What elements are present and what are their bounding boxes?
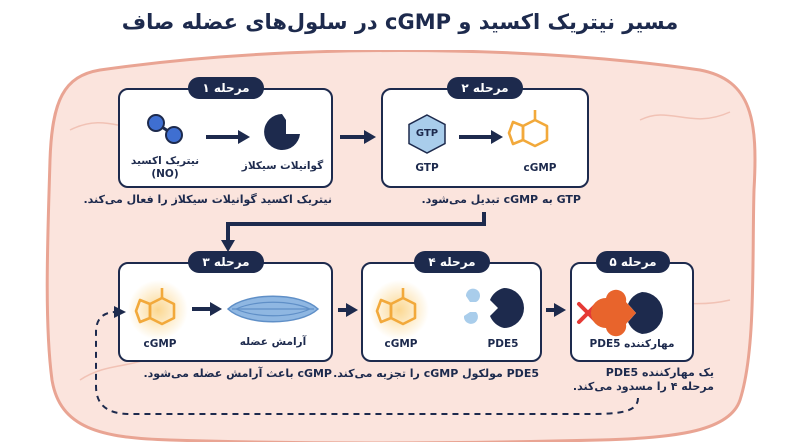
step-1-tag: مرحله ۱ (188, 77, 264, 99)
step-4-tag: مرحله ۴ (414, 251, 490, 273)
step-2-caption: GTP به cGMP تبدیل می‌شود. (421, 193, 582, 206)
step-1-caption: نیتریک اکسید گوانیلات سیکلاز را فعال می‌… (83, 193, 332, 206)
arrow-right-icon (340, 130, 376, 144)
arrow-right-icon (546, 303, 566, 317)
arrow-right-icon (192, 302, 222, 316)
step-3-tag: مرحله ۳ (188, 251, 264, 273)
cgmp-label: cGMP (384, 338, 418, 350)
cgmp-label: cGMP (143, 338, 177, 350)
cgmp-label: cGMP (523, 162, 557, 174)
arrow-right-icon (338, 303, 358, 317)
arrow-right-icon (206, 130, 250, 144)
step-5-tag: مرحله ۵ (596, 251, 670, 273)
step-5-caption: یک مهارکننده PDE5 مرحله ۴ را مسدود می‌کن… (572, 366, 714, 393)
gtp-hexagon-icon (408, 114, 446, 154)
guanylate-cyclase-label: گوانیلات سیکلاز (241, 160, 324, 172)
step-3-caption: cGMP باعث آرامش عضله می‌شود. (143, 367, 332, 380)
guanylate-cyclase-icon (264, 114, 300, 150)
relaxed-muscle-icon (226, 295, 320, 323)
step-2-tag: مرحله ۲ (447, 77, 523, 99)
pde5-enzyme-icon (463, 288, 524, 328)
pde5-inhibitor-icon (591, 289, 663, 337)
gtp-label: GTP (415, 162, 439, 174)
muscle-relaxation-label: آرامش عضله (239, 336, 307, 348)
feedback-loop-arrow (95, 306, 639, 415)
arrow-right-icon (459, 130, 503, 144)
connector-arrow (221, 212, 486, 252)
cgmp-glow (128, 280, 188, 340)
pde5-inhibitor-label: مهارکننده PDE5 (589, 338, 675, 350)
cgmp-molecule-icon (375, 288, 417, 326)
no-molecule-icon (147, 114, 183, 144)
no-label: نیتریک اکسید (130, 155, 200, 167)
cgmp-molecule-icon (134, 288, 176, 326)
cgmp-molecule-icon (507, 110, 549, 148)
diagram-title: مسیر نیتریک اکسید و cGMP در سلول‌های عضل… (121, 10, 679, 34)
pde5-label: PDE5 (487, 338, 519, 350)
cgmp-glow (369, 280, 429, 340)
step-4-caption: PDE5 مولکول cGMP را تجزیه می‌کند. (333, 367, 539, 380)
no-abbrev-label: (NO) (151, 168, 179, 180)
gtp-hexagon-text: GTP (415, 128, 439, 139)
